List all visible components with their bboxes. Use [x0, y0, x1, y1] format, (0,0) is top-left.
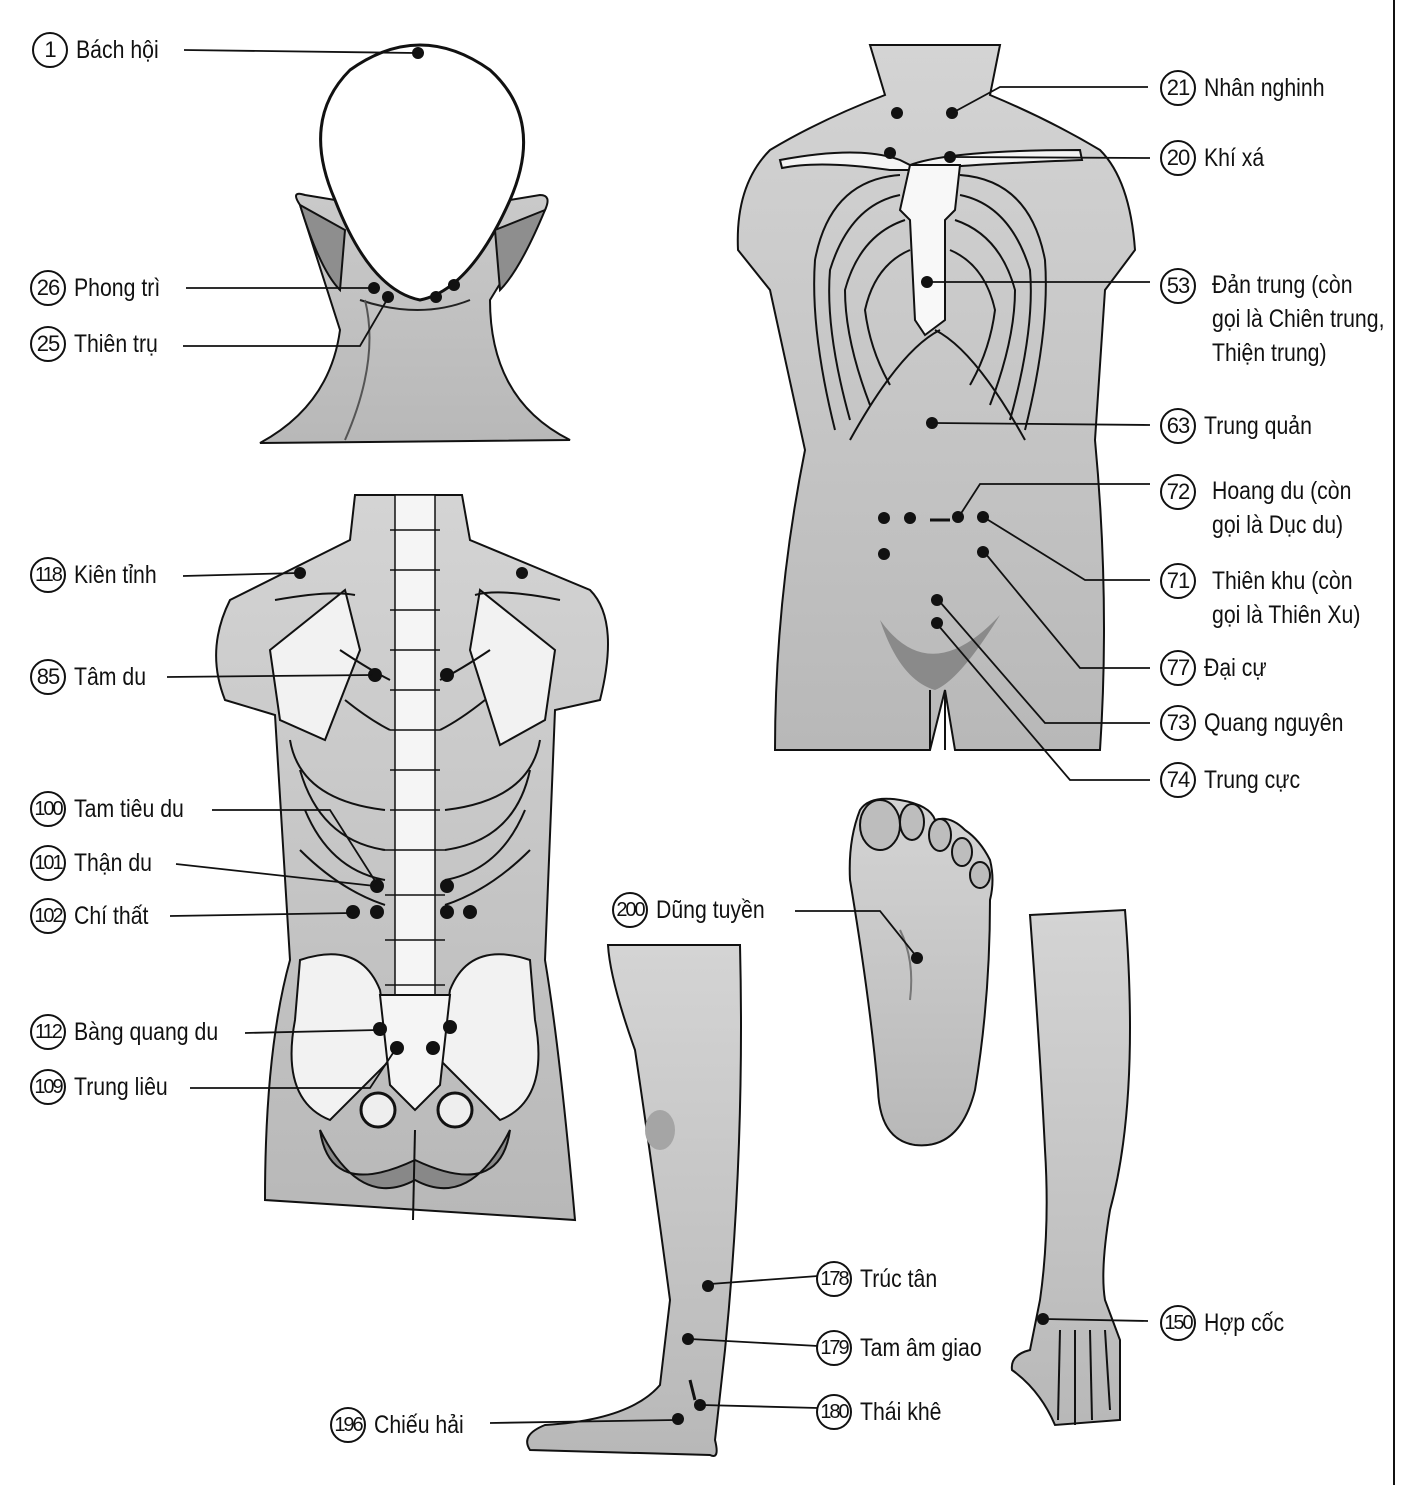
label-point-178: 178 Trúc tân [816, 1259, 951, 1299]
label-point-150: 150 Hợp cốc [1160, 1303, 1298, 1343]
label-point-100: 100 Tam tiêu du [30, 789, 203, 829]
point-name-53: Đản trung (còn gọi là Chiên trung, Thiện… [1212, 268, 1384, 370]
back-torso-figure [215, 494, 609, 1222]
point-name-71: Thiên khu (còn gọi là Thiên Xu) [1212, 564, 1360, 632]
point-name: Kiên tỉnh [74, 560, 157, 589]
point-number-badge: 178 [816, 1261, 852, 1297]
label-point-101: 101 Thận du [30, 843, 166, 883]
point-name: Thiên trụ [74, 329, 158, 358]
label-point-85: 85 Tâm du [30, 657, 159, 697]
point-name-line: Thiên khu (còn [1212, 567, 1353, 595]
label-point-77: 77 Đại cự [1160, 648, 1278, 688]
head-back-figure [259, 43, 571, 444]
label-point-180: 180 Thái khê [816, 1392, 956, 1432]
point-name-line: gọi là Thiên Xu) [1212, 601, 1361, 629]
label-point-53: 53 [1160, 266, 1196, 306]
leader-lines [166, 49, 1151, 1424]
point-number-badge: 25 [30, 326, 66, 362]
label-point-109: 109 Trung liêu [30, 1067, 184, 1107]
point-name: Nhân nghinh [1204, 73, 1325, 102]
point-name-line: Thiện trung) [1212, 339, 1327, 367]
label-point-72: 72 [1160, 472, 1196, 512]
point-number-badge: 53 [1160, 268, 1196, 304]
label-point-179: 179 Tam âm giao [816, 1328, 1003, 1368]
acupoint-dots [294, 47, 1049, 1425]
point-number-badge: 71 [1160, 563, 1196, 599]
point-name: Chiếu hải [374, 1410, 464, 1439]
label-point-21: 21 Nhân nghinh [1160, 68, 1346, 108]
point-name-line: Hoang du (còn [1212, 477, 1352, 505]
point-name: Quang nguyên [1204, 708, 1344, 737]
point-name-line: gọi là Dục du) [1212, 511, 1344, 539]
point-number-badge: 180 [816, 1394, 852, 1430]
point-number-badge: 118 [30, 557, 66, 593]
label-point-200: 200 Dũng tuyền [612, 890, 784, 930]
label-point-1: 1 Bách hội [32, 30, 173, 70]
point-name: Bách hội [76, 35, 159, 64]
point-number-badge: 85 [30, 659, 66, 695]
point-name-line: gọi là Chiên trung, [1212, 305, 1385, 333]
point-name: Trúc tân [860, 1264, 938, 1293]
label-point-102: 102 Chí thất [30, 896, 162, 936]
point-number-badge: 101 [30, 845, 66, 881]
label-point-73: 73 Quang nguyên [1160, 703, 1368, 743]
point-name: Trung cực [1204, 765, 1301, 794]
point-name: Tâm du [74, 662, 147, 691]
point-number-badge: 200 [612, 892, 648, 928]
point-number-badge: 112 [30, 1014, 66, 1050]
point-name: Tam âm giao [860, 1333, 982, 1362]
point-name: Khí xá [1204, 143, 1265, 172]
arm-figure [1010, 908, 1131, 1427]
point-name: Thái khê [860, 1397, 942, 1426]
label-point-74: 74 Trung cực [1160, 760, 1317, 800]
point-name-line: Đản trung (còn [1212, 271, 1353, 299]
point-number-badge: 74 [1160, 762, 1196, 798]
label-point-118: 118 Kiên tỉnh [30, 555, 171, 595]
point-number-badge: 73 [1160, 705, 1196, 741]
point-number-badge: 109 [30, 1069, 66, 1105]
point-number-badge: 179 [816, 1330, 852, 1366]
point-name: Bàng quang du [74, 1017, 219, 1046]
point-name: Đại cự [1204, 653, 1267, 682]
point-number-badge: 100 [30, 791, 66, 827]
point-number-badge: 102 [30, 898, 66, 934]
front-torso-figure [736, 44, 1137, 751]
point-number-badge: 77 [1160, 650, 1196, 686]
point-number-badge: 26 [30, 270, 66, 306]
label-point-26: 26 Phong trì [30, 268, 175, 308]
label-point-20: 20 Khí xá [1160, 138, 1275, 178]
label-point-112: 112 Bàng quang du [30, 1012, 244, 1052]
point-number-badge: 150 [1160, 1305, 1196, 1341]
label-point-25: 25 Thiên trụ [30, 324, 173, 364]
point-name: Dũng tuyền [656, 895, 765, 924]
point-number-badge: 20 [1160, 140, 1196, 176]
point-name: Tam tiêu du [74, 794, 184, 823]
point-name: Hợp cốc [1204, 1308, 1285, 1337]
foot-sole-figure [848, 797, 994, 1147]
label-point-63: 63 Trung quản [1160, 406, 1331, 446]
point-number-badge: 1 [32, 32, 68, 68]
label-point-71: 71 [1160, 561, 1196, 601]
right-border [1393, 0, 1395, 1485]
point-number-badge: 21 [1160, 70, 1196, 106]
point-number-badge: 72 [1160, 474, 1196, 510]
point-name: Phong trì [74, 273, 161, 302]
point-name-72: Hoang du (còn gọi là Dục du) [1212, 474, 1351, 542]
point-number-badge: 196 [330, 1407, 366, 1443]
point-name: Trung liêu [74, 1072, 168, 1101]
point-name: Chí thất [74, 901, 149, 930]
point-name: Thận du [74, 848, 152, 877]
label-point-196: 196 Chiếu hải [330, 1405, 480, 1445]
point-number-badge: 63 [1160, 408, 1196, 444]
point-name: Trung quản [1204, 411, 1312, 440]
leg-figure [526, 944, 742, 1457]
